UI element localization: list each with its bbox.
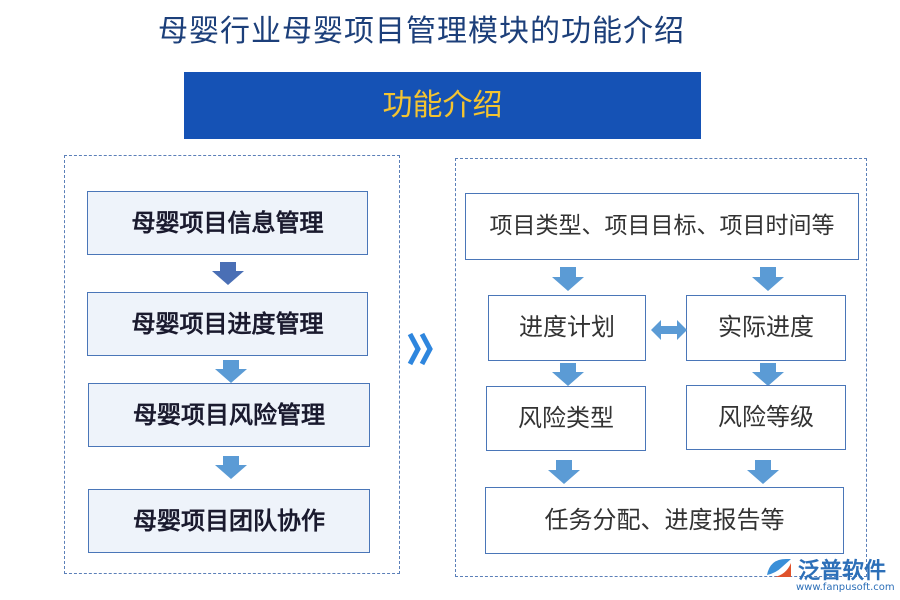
logo-icon [767, 559, 791, 577]
double-arrow-icon [651, 320, 687, 340]
risk-level-box: 风险等级 [686, 385, 846, 450]
down-arrow-icon [752, 363, 784, 386]
right-panel [455, 158, 867, 577]
progress-plan-box: 进度计划 [488, 295, 646, 361]
down-arrow-icon [212, 262, 244, 285]
logo-url: www.fanpusoft.com [796, 582, 895, 593]
down-arrow-icon [747, 460, 779, 484]
page-title: 母婴行业母婴项目管理模块的功能介绍 [158, 14, 685, 49]
down-arrow-icon [215, 360, 247, 383]
brand-logo: 泛普软件 www.fanpusoft.com [760, 553, 895, 598]
actual-progress-box: 实际进度 [686, 295, 846, 361]
risk-type-box: 风险类型 [486, 386, 646, 451]
left-panel [64, 155, 400, 574]
left-item-risk: 母婴项目风险管理 [88, 383, 370, 447]
down-arrow-icon [552, 363, 584, 386]
left-item-info: 母婴项目信息管理 [87, 191, 368, 255]
down-arrow-icon [552, 267, 584, 291]
logo-name: 泛普软件 [798, 559, 887, 584]
left-item-team: 母婴项目团队协作 [88, 489, 370, 553]
down-arrow-icon [548, 460, 580, 484]
right-top-box: 项目类型、项目目标、项目时间等 [465, 193, 859, 260]
down-arrow-icon [752, 267, 784, 291]
double-chevron-right-icon [407, 332, 433, 366]
banner: 功能介绍 [184, 72, 701, 139]
left-item-progress: 母婴项目进度管理 [87, 292, 368, 356]
down-arrow-icon [215, 456, 247, 479]
task-assignment-box: 任务分配、进度报告等 [485, 487, 844, 554]
